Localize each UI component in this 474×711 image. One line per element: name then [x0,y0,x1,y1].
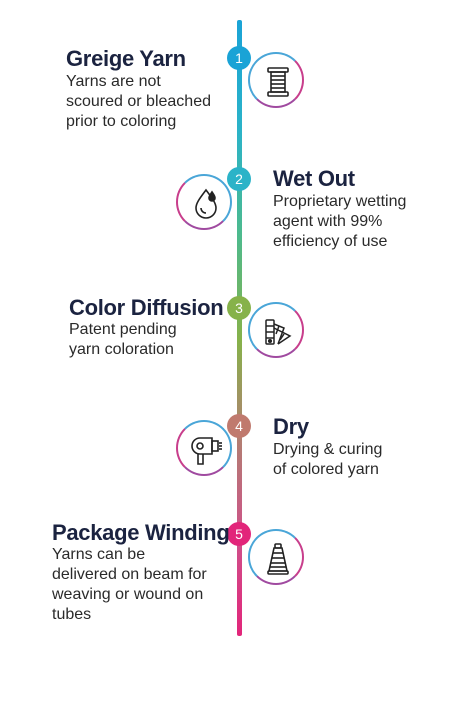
step-title: Dry [273,414,309,439]
step-title: Color Diffusion [69,295,224,320]
step-title: Wet Out [273,166,355,191]
yarn-cone-icon [248,529,304,585]
color-swatch-fan-icon [248,302,304,358]
step-description: Yarns are not scoured or bleached prior … [66,73,211,130]
step-number-badge: 1 [227,46,251,70]
water-drop-icon [176,174,232,230]
step-description: Patent pending yarn coloration [69,321,177,358]
step-description: Proprietary wetting agent with 99% effic… [273,193,407,250]
step-title: Package Winding [52,520,230,545]
step-title: Greige Yarn [66,46,186,71]
step-number-badge: 3 [227,296,251,320]
thread-spool-icon [248,52,304,108]
step-number-badge: 5 [227,522,251,546]
timeline-line [237,20,242,636]
step-description: Yarns can be delivered on beam for weavi… [52,546,207,623]
step-number-badge: 2 [227,167,251,191]
step-number-badge: 4 [227,414,251,438]
step-description: Drying & curing of colored yarn [273,441,383,478]
hair-dryer-icon [176,420,232,476]
